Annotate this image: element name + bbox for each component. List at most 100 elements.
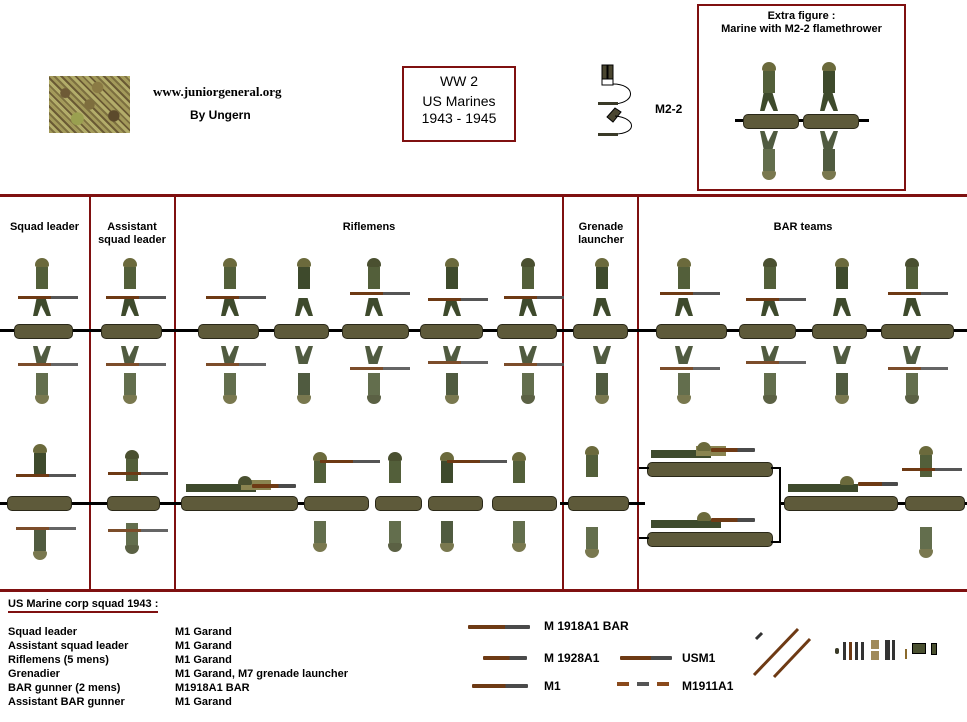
roster-role: BAR gunner (2 mens): [8, 682, 121, 694]
grenade-icon: [835, 648, 839, 654]
title-line-2: US Marines: [422, 93, 496, 109]
bar-gunner-prone-figure: [651, 512, 761, 530]
bar-gunner-figure-mirror: [888, 340, 948, 404]
figure-base: [647, 462, 773, 477]
frame-top-line: [0, 194, 967, 197]
figure-base: [739, 324, 796, 339]
figure-base: [304, 496, 369, 511]
figure-base: [647, 532, 773, 547]
squad-leader-figure: [18, 258, 78, 322]
roster-weapon: M1 Garand: [175, 640, 232, 652]
author: By Ungern: [190, 108, 251, 122]
bracket-connector: [639, 537, 649, 539]
rifleman-figure-mirror: [428, 340, 488, 404]
rifleman-kneeling-figure-mirror: [308, 510, 332, 552]
header-riflemens: Riflemens: [342, 221, 396, 233]
extra-figure-title: Extra figure :: [767, 10, 836, 22]
bar-assistant-figure-mirror: [746, 340, 806, 404]
roster-weapon: M1 Garand, M7 grenade launcher: [175, 668, 348, 680]
pouch-icon: [871, 651, 879, 660]
figure-base: [492, 496, 557, 511]
flamethrower-label: M2-2: [655, 102, 683, 116]
figure-base: [274, 324, 329, 339]
rifleman-figure-mirror: [206, 340, 266, 404]
bar-assistant-kneeling-figure: [902, 446, 962, 494]
rifleman-kneeling-figure: [308, 452, 380, 494]
title-line-3: 1943 - 1945: [421, 110, 497, 126]
figure-base: [375, 496, 422, 511]
weapon-label-m1: M1: [544, 679, 561, 693]
column-divider: [562, 194, 564, 591]
title-line-1: WW 2: [439, 73, 479, 89]
figure-base: [181, 496, 298, 511]
column-divider: [174, 194, 176, 591]
roster-weapon: M1918A1 BAR: [175, 682, 250, 694]
flamethrower-marine-figure: [757, 62, 781, 112]
assistant-squad-leader-figure: [106, 258, 166, 322]
bar-gunner-prone-figure: [651, 442, 761, 460]
figure-base: [568, 496, 629, 511]
roster-role: Squad leader: [8, 626, 78, 638]
figure-base: [743, 114, 799, 129]
rifleman-figure: [292, 258, 316, 322]
figure-base: [656, 324, 727, 339]
bar-assistant-figure: [746, 258, 806, 322]
flamethrower-icon: [595, 62, 645, 142]
figure-base: [497, 324, 557, 339]
bayonet-icon: [849, 642, 852, 660]
rifleman-kneeling-figure: [507, 452, 531, 494]
figure-base: [107, 496, 160, 511]
m1-garand-icon: [472, 684, 528, 688]
bar-gunner-figure: [888, 258, 948, 322]
roster-weapon: M1 Garand: [175, 626, 232, 638]
pistol-icon: [657, 682, 669, 686]
ground-line: [735, 119, 869, 122]
bar-assistant-prone-figure: [788, 476, 898, 494]
flamethrower-marine-figure-mirror: [817, 130, 841, 180]
roster-weapon: M1 Garand: [175, 654, 232, 666]
ammo-clip-icon: [905, 649, 907, 659]
knife-icon: [861, 642, 864, 660]
shovel-icon: [885, 640, 890, 660]
rifleman-kneeling-figure: [435, 452, 507, 494]
figure-base: [812, 324, 867, 339]
figure-base: [7, 496, 72, 511]
bar-assistant-kneeling-figure-mirror: [914, 510, 938, 558]
rifleman-prone-figure: [186, 476, 296, 494]
pistol-icon: [637, 682, 649, 686]
figure-base: [803, 114, 859, 129]
bar-gunner-figure-mirror: [660, 340, 720, 404]
knife-icon: [855, 642, 858, 660]
m1-carbine-icon: [620, 656, 672, 660]
rifleman-figure: [504, 258, 564, 322]
radio-box-icon: [912, 643, 926, 654]
bar-assistant-figure: [830, 258, 854, 322]
grenadier-kneeling-figure-mirror: [580, 510, 604, 558]
weapon-label-carbine: USM1: [682, 651, 716, 665]
flamethrower-marine-figure-mirror: [757, 130, 781, 180]
column-divider: [637, 194, 639, 591]
row2-ground-line: [0, 502, 345, 505]
grenadier-figure-mirror: [590, 340, 614, 404]
bar-assistant-figure-mirror: [830, 340, 854, 404]
weapon-label-bar: M 1918A1 BAR: [544, 619, 629, 633]
extra-figure-box: Extra figure : Marine with M2-2 flamethr…: [697, 4, 906, 191]
squad-leader-figure-mirror: [18, 340, 78, 404]
bar-rifle-icon: [468, 625, 530, 629]
squad-leader-kneeling-figure: [16, 444, 76, 494]
row1-ground-line: [0, 329, 967, 332]
assistant-squad-leader-kneeling-figure-mirror: [108, 510, 168, 554]
squad-leader-kneeling-figure-mirror: [16, 510, 76, 560]
bracket-connector: [639, 467, 649, 469]
weapon-label-thompson: M 1928A1: [544, 651, 600, 665]
extra-figure-subtitle: Marine with M2-2 flamethrower: [721, 23, 882, 35]
rifleman-figure: [428, 258, 488, 322]
figure-base: [881, 324, 954, 339]
assistant-squad-leader-figure-mirror: [106, 340, 166, 404]
grenade-launcher-rifles-icon: [752, 625, 814, 680]
rifleman-figure: [350, 258, 410, 322]
pouch-icon: [871, 640, 879, 649]
flamethrower-marine-figure: [817, 62, 841, 112]
equipment-icons: [835, 640, 950, 662]
site-url: www.juniorgeneral.org: [153, 84, 282, 99]
